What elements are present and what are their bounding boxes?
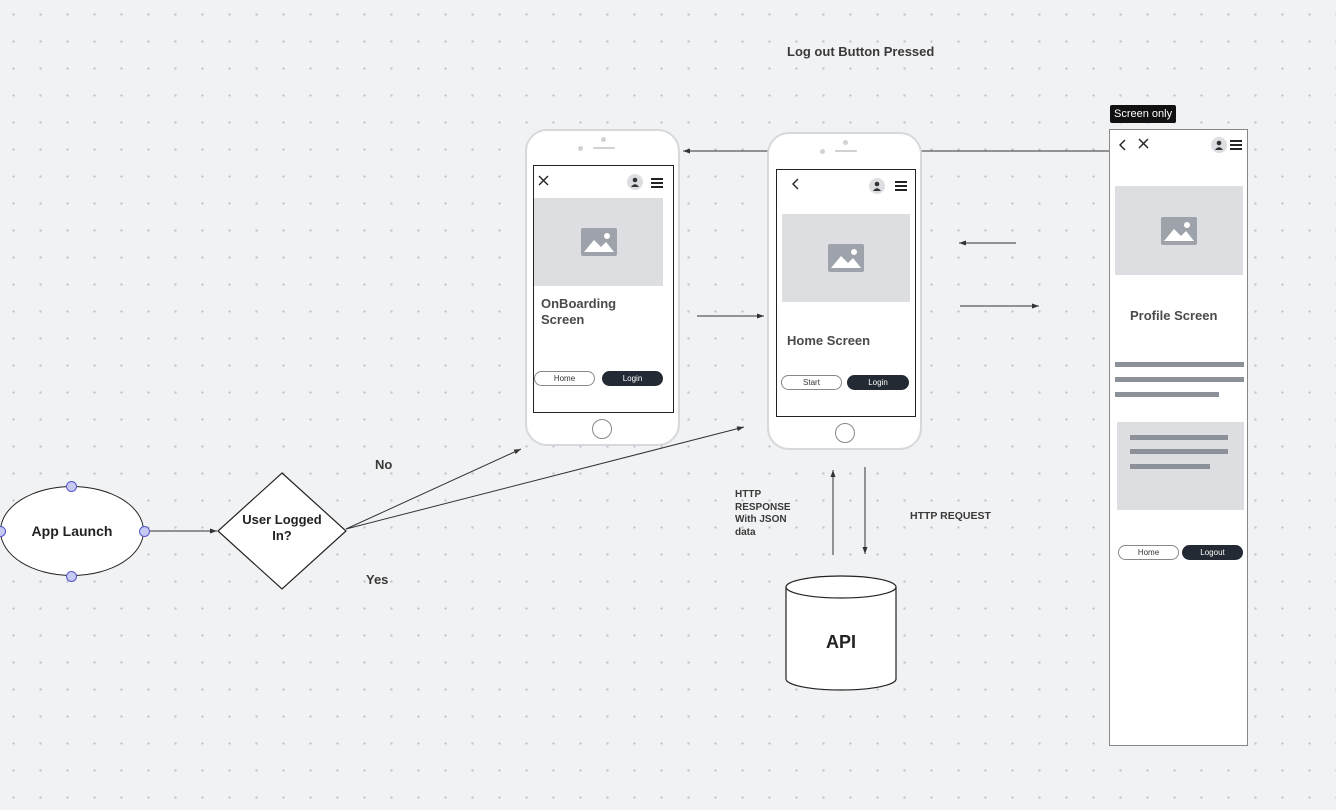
http-response-label: HTTP RESPONSE With JSON data: [735, 489, 791, 538]
login-button[interactable]: Login: [847, 375, 909, 390]
profile-title: Profile Screen: [1130, 308, 1218, 323]
text-line: [1130, 464, 1210, 469]
api-label: API: [825, 632, 856, 652]
text-line: [1115, 377, 1244, 382]
decision-label: User Logged In?: [242, 512, 322, 543]
phone-home-button[interactable]: [835, 423, 855, 443]
close-icon[interactable]: [1138, 138, 1149, 149]
image-placeholder: [534, 198, 663, 286]
resize-handle-right[interactable]: [139, 526, 150, 537]
image-icon: [828, 244, 864, 272]
text-line: [1115, 392, 1219, 397]
back-icon[interactable]: [791, 178, 799, 190]
yes-label: Yes: [366, 572, 389, 587]
profile-screen[interactable]: Profile Screen Home Logout: [1109, 129, 1248, 746]
text-line: [1130, 435, 1228, 440]
resize-handle-bottom[interactable]: [66, 571, 77, 582]
hamburger-icon[interactable]: [1230, 140, 1242, 150]
hamburger-icon[interactable]: [651, 178, 663, 188]
logout-flow-label: Log out Button Pressed: [787, 44, 935, 59]
app-launch-label: App Launch: [31, 523, 113, 539]
onboarding-title: OnBoarding Screen: [541, 296, 617, 327]
start-button[interactable]: Start: [781, 375, 842, 390]
back-icon[interactable]: [1118, 139, 1126, 151]
phone-sensor: [820, 149, 825, 154]
user-icon[interactable]: [627, 174, 643, 190]
text-line: [1130, 449, 1228, 454]
arrow-no-to-onboarding: [345, 448, 522, 530]
phone-camera: [601, 137, 606, 142]
phone-home-button[interactable]: [592, 419, 612, 439]
close-icon[interactable]: [538, 175, 549, 186]
phone-camera: [843, 140, 848, 145]
content-card: [1117, 422, 1244, 510]
user-icon[interactable]: [869, 178, 885, 194]
onboarding-phone[interactable]: OnBoarding Screen Home Login: [525, 129, 680, 446]
home-button[interactable]: Home: [1118, 545, 1179, 560]
phone-speaker: [835, 150, 857, 152]
no-label: No: [375, 457, 393, 472]
image-icon: [1161, 216, 1197, 245]
phone-sensor: [578, 146, 583, 151]
home-screen: Home Screen Start Login: [776, 169, 916, 417]
resize-handle-top[interactable]: [66, 481, 77, 492]
phone-speaker: [593, 147, 615, 149]
api-cylinder: [785, 575, 897, 691]
image-icon: [580, 228, 617, 256]
logout-button[interactable]: Logout: [1182, 545, 1243, 560]
text-line: [1115, 362, 1244, 367]
login-button[interactable]: Login: [602, 371, 663, 386]
user-icon[interactable]: [1211, 137, 1227, 153]
home-phone[interactable]: Home Screen Start Login: [767, 132, 922, 450]
screen-only-badge: Screen only: [1110, 105, 1177, 123]
arrow-yes-to-home: [345, 426, 745, 530]
decision-diamond: [217, 472, 347, 590]
onboarding-screen: OnBoarding Screen Home Login: [533, 165, 674, 413]
app-launch-node[interactable]: App Launch: [0, 486, 144, 576]
home-title: Home Screen: [787, 333, 871, 348]
image-placeholder: [1115, 186, 1243, 275]
http-request-label: HTTP REQUEST: [910, 510, 991, 522]
image-placeholder: [782, 214, 910, 302]
home-button[interactable]: Home: [534, 371, 595, 386]
hamburger-icon[interactable]: [895, 181, 907, 191]
